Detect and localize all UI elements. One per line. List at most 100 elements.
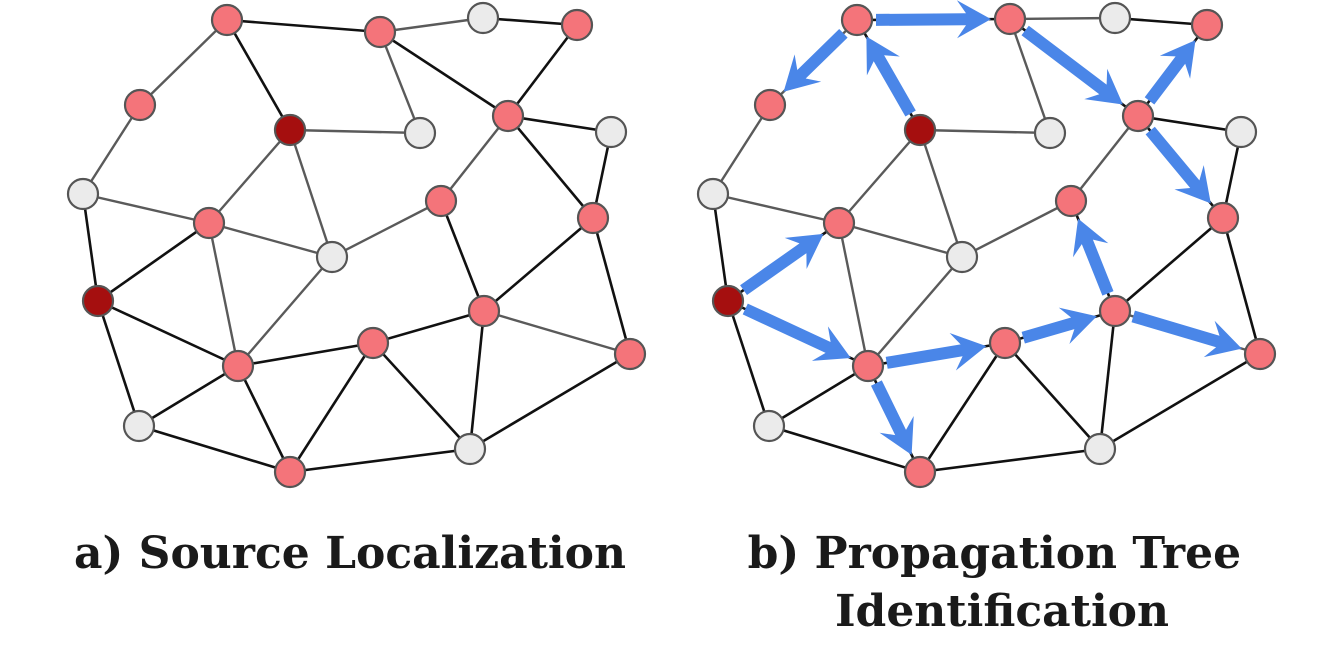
infected-node bbox=[988, 326, 1022, 360]
graph-edge bbox=[372, 342, 471, 450]
graph-edge bbox=[837, 222, 870, 367]
graph-nodes bbox=[66, 1, 647, 489]
graph-edge bbox=[81, 193, 100, 302]
infected-node bbox=[424, 184, 458, 218]
infected-node bbox=[822, 206, 856, 240]
propagation-arrows bbox=[740, 0, 1242, 455]
graph-edge bbox=[439, 200, 486, 312]
healthy-node bbox=[945, 240, 979, 274]
graph-edge bbox=[1004, 342, 1101, 450]
infected-node bbox=[363, 15, 397, 49]
source-node bbox=[903, 113, 937, 147]
graph-edge bbox=[961, 199, 1072, 259]
infected-node bbox=[576, 201, 610, 235]
graph-edge bbox=[1114, 217, 1224, 312]
graph-edge bbox=[97, 299, 239, 368]
propagation-arrow bbox=[1145, 126, 1211, 204]
source-node bbox=[81, 284, 115, 318]
graph-edge bbox=[919, 447, 1101, 474]
healthy-node bbox=[466, 1, 500, 35]
graph-edge bbox=[289, 447, 471, 474]
infected-node bbox=[993, 2, 1027, 36]
graph-edge bbox=[1009, 16, 1116, 21]
graph-edge bbox=[379, 16, 484, 34]
propagation-arrow bbox=[1021, 25, 1123, 105]
graph-edge bbox=[1098, 310, 1117, 450]
infected-node bbox=[192, 206, 226, 240]
graph-edge bbox=[711, 104, 772, 195]
graph-edge bbox=[138, 364, 239, 428]
propagation-arrow bbox=[885, 333, 987, 371]
infected-node bbox=[613, 337, 647, 371]
graph-edge bbox=[440, 115, 509, 202]
healthy-node bbox=[1224, 115, 1258, 149]
infected-node bbox=[210, 3, 244, 37]
graph-edge bbox=[918, 129, 964, 258]
healthy-node bbox=[1098, 1, 1132, 35]
propagation-arrow bbox=[742, 303, 851, 361]
graph-edge bbox=[288, 129, 334, 258]
caption-line: a) Source Localization bbox=[74, 528, 626, 579]
graph-edge bbox=[1137, 114, 1242, 134]
graph-edge bbox=[468, 310, 486, 450]
graph-edge bbox=[379, 30, 509, 118]
healthy-node bbox=[752, 409, 786, 443]
graph-edge bbox=[1008, 18, 1052, 134]
healthy-node bbox=[403, 116, 437, 150]
graph-edge bbox=[506, 24, 579, 117]
graph-edge bbox=[96, 300, 141, 427]
graph-edge bbox=[712, 192, 840, 225]
infected-node bbox=[1054, 184, 1088, 218]
graph-edge bbox=[372, 309, 485, 345]
infected-node bbox=[903, 455, 937, 489]
propagation-arrow bbox=[1131, 310, 1242, 358]
graph-edge bbox=[81, 104, 142, 195]
graph-edge bbox=[207, 222, 240, 367]
graph-edge bbox=[139, 19, 228, 106]
healthy-node bbox=[594, 115, 628, 149]
panel-propagation-tree: b) Propagation Tree Identification bbox=[696, 0, 1277, 637]
infected-node bbox=[123, 88, 157, 122]
graph-edge bbox=[236, 365, 292, 473]
infected-node bbox=[491, 99, 525, 133]
infected-node bbox=[753, 88, 787, 122]
graph-edge bbox=[726, 300, 771, 427]
graph-edge bbox=[918, 342, 1007, 473]
graph-edge bbox=[237, 256, 333, 367]
propagation-arrow bbox=[871, 380, 914, 455]
healthy-node bbox=[315, 240, 349, 274]
graph-edge bbox=[82, 192, 210, 225]
infected-node bbox=[1206, 201, 1240, 235]
propagation-arrow bbox=[876, 0, 991, 39]
infected-node bbox=[1098, 294, 1132, 328]
healthy-node bbox=[696, 177, 730, 211]
graph-edge bbox=[1221, 217, 1262, 355]
graph-edge bbox=[867, 256, 963, 367]
source-node bbox=[711, 284, 745, 318]
graph-edge bbox=[838, 129, 921, 224]
graph-edge bbox=[331, 199, 442, 259]
graph-edge bbox=[289, 128, 421, 135]
graph-edge bbox=[378, 31, 422, 134]
infected-node bbox=[467, 294, 501, 328]
panel-caption: a) Source Localization bbox=[74, 528, 626, 579]
graph-edge bbox=[483, 217, 594, 312]
caption-line: Identification bbox=[835, 586, 1169, 637]
infected-node bbox=[1121, 99, 1155, 133]
graph-edge bbox=[838, 221, 963, 259]
infected-node bbox=[1243, 337, 1277, 371]
graph-edge bbox=[507, 114, 612, 134]
graph-edge bbox=[208, 221, 333, 259]
graph-edge bbox=[768, 424, 921, 474]
graph-edge bbox=[591, 217, 632, 355]
graph-edge bbox=[97, 221, 210, 303]
graph-edge bbox=[226, 18, 381, 34]
healthy-node bbox=[66, 177, 100, 211]
graph-edge bbox=[469, 352, 631, 451]
infected-node bbox=[1190, 8, 1224, 42]
propagation-arrow bbox=[866, 36, 916, 117]
infected-node bbox=[560, 8, 594, 42]
graph-edge bbox=[1070, 115, 1139, 202]
panel-source-localization: a) Source Localization bbox=[66, 1, 647, 579]
graph-edge bbox=[138, 424, 291, 474]
